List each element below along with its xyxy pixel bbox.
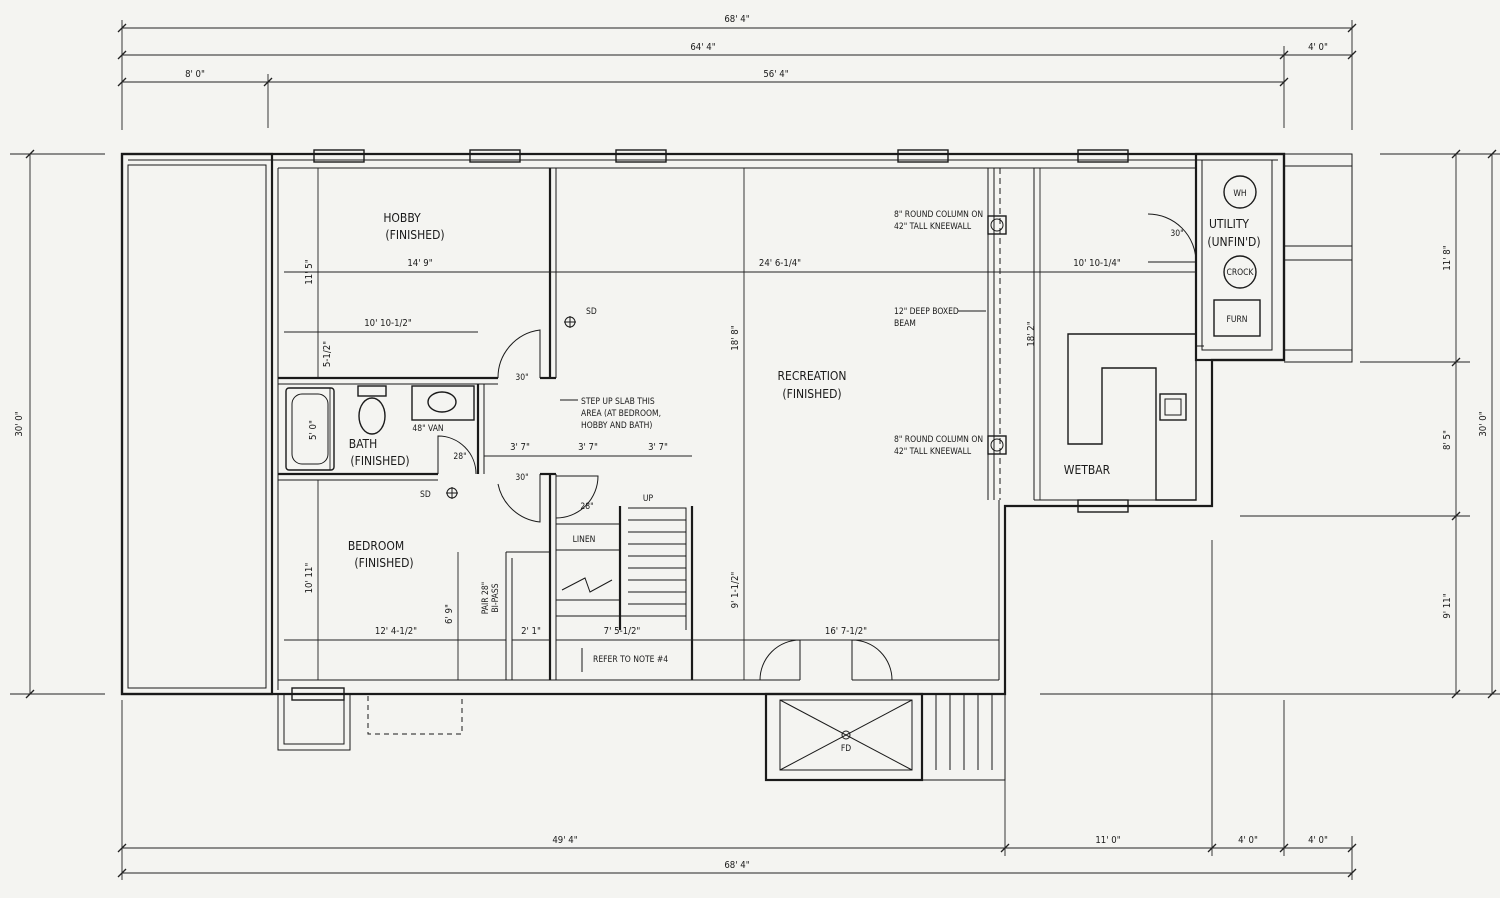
dim-right-seg3: 9' 11" — [1442, 593, 1453, 618]
door-30-utility: 30" — [1170, 229, 1183, 239]
door-28-linen: 28" — [580, 502, 593, 512]
dim-hobby-height: 11' 5" — [304, 259, 315, 284]
step-up-note-line3: HOBBY AND BATH) — [581, 421, 652, 431]
dim-rec-width: 24' 6-1/4" — [759, 258, 801, 269]
dim-top-overall: 68' 4" — [724, 14, 749, 25]
door-28-bath: 28" — [453, 452, 466, 462]
bipass-line1: PAIR 28" — [481, 582, 491, 615]
symbol-labels: SD SD WH CROCK FURN FD UP 30" 28" 30" 28… — [420, 189, 1254, 754]
dim-closet-height: 6' 9" — [444, 604, 455, 624]
recreation-label: RECREATION — [778, 369, 847, 383]
utility-status: (UNFIN'D) — [1207, 235, 1260, 249]
floor-drain-label: FD — [841, 744, 851, 754]
stair-up-label: UP — [643, 494, 654, 504]
door-30-hobby: 30" — [515, 373, 528, 383]
beam-note-line1: 12" DEEP BOXED — [894, 307, 959, 317]
dim-bath-height: 5' 0" — [308, 420, 319, 440]
step-up-note-line2: AREA (AT BEDROOM, — [581, 409, 661, 419]
bedroom-label: BEDROOM — [348, 539, 404, 553]
utility-label: UTILITY — [1209, 217, 1249, 231]
dim-bedroom-width: 12' 4-1/2" — [375, 626, 417, 637]
column-note-top-line1: 8" ROUND COLUMN ON — [894, 210, 983, 220]
door-30-bedroom: 30" — [515, 473, 528, 483]
dim-rec-bottom: 16' 7-1/2" — [825, 626, 867, 637]
dim-rec-height-lower: 9' 1-1/2" — [730, 572, 741, 609]
column-note-top-line2: 42" TALL KNEEWALL — [894, 222, 972, 232]
hobby-label: HOBBY — [383, 211, 421, 225]
dim-top-left-seg: 8' 0" — [185, 69, 205, 80]
dim-closet-depth: 5-1/2" — [322, 341, 333, 367]
bath-status: (FINISHED) — [350, 454, 409, 468]
fixtures — [285, 175, 1261, 740]
dim-top-main: 64' 4" — [690, 42, 715, 53]
bipass-line2: BI-PASS — [491, 583, 501, 612]
staircase — [556, 519, 686, 617]
walls — [120, 152, 1353, 782]
dim-top-mid-seg: 56' 4" — [763, 69, 788, 80]
hobby-status: (FINISHED) — [385, 228, 444, 242]
step-up-note-line1: STEP UP SLAB THIS — [581, 397, 655, 407]
dim-hall-b: 3' 7" — [578, 442, 598, 453]
dim-bottom-mid: 11' 0" — [1095, 835, 1120, 846]
dimension-labels: 68' 4" 64' 4" 4' 0" 8' 0" 56' 4" 49' 4" … — [14, 14, 1489, 871]
dim-hall-c: 3' 7" — [648, 442, 668, 453]
vanity-label: 48" VAN — [412, 424, 443, 434]
beam-note-line2: BEAM — [894, 319, 916, 329]
smoke-detector-bedroom: SD — [420, 490, 431, 500]
dim-bottom-overall: 68' 4" — [724, 860, 749, 871]
linen-label: LINEN — [573, 535, 596, 545]
dim-top-right: 4' 0" — [1308, 42, 1328, 53]
dim-hobby-inner: 10' 10-1/2" — [364, 318, 412, 329]
notes: 8" ROUND COLUMN ON 42" TALL KNEEWALL 12"… — [412, 210, 986, 672]
column-note-bot-line2: 42" TALL KNEEWALL — [894, 447, 972, 457]
dim-bottom-r2: 4' 0" — [1308, 835, 1328, 846]
smoke-detector-hall: SD — [586, 307, 597, 317]
dim-closet-width: 2' 1" — [521, 626, 541, 637]
dim-wetbar-height: 18' 2" — [1026, 321, 1037, 346]
dim-bottom-r1: 4' 0" — [1238, 835, 1258, 846]
wetbar-label: WETBAR — [1064, 463, 1111, 477]
interior-dimensions — [284, 168, 1196, 680]
bedroom-status: (FINISHED) — [354, 556, 413, 570]
dim-hobby-width: 14' 9" — [407, 258, 432, 269]
dim-right-overall: 30' 0" — [1478, 411, 1489, 436]
furnace-label: FURN — [1226, 315, 1247, 325]
dim-wetbar-width: 10' 10-1/4" — [1073, 258, 1121, 269]
dim-stair-width: 7' 5-1/2" — [604, 626, 641, 637]
water-heater-label: WH — [1233, 189, 1246, 199]
refer-note: REFER TO NOTE #4 — [593, 655, 668, 665]
doors — [437, 213, 1197, 681]
dim-bottom-left: 49' 4" — [552, 835, 577, 846]
dim-hall-a: 3' 7" — [510, 442, 530, 453]
column-note-bot-line1: 8" ROUND COLUMN ON — [894, 435, 983, 445]
dimension-lines — [10, 20, 1500, 880]
dim-rec-height-upper: 18' 8" — [730, 325, 741, 350]
dim-left-overall: 30' 0" — [14, 411, 25, 436]
dim-bedroom-height: 10' 11" — [304, 563, 315, 594]
windows — [291, 149, 1129, 701]
room-labels: HOBBY (FINISHED) RECREATION (FINISHED) U… — [348, 211, 1261, 570]
bath-label: BATH — [349, 437, 378, 451]
dim-right-seg1: 11' 8" — [1442, 245, 1453, 270]
dim-right-seg2: 8' 5" — [1442, 430, 1453, 450]
recreation-status: (FINISHED) — [782, 387, 841, 401]
crock-label: CROCK — [1226, 268, 1254, 278]
